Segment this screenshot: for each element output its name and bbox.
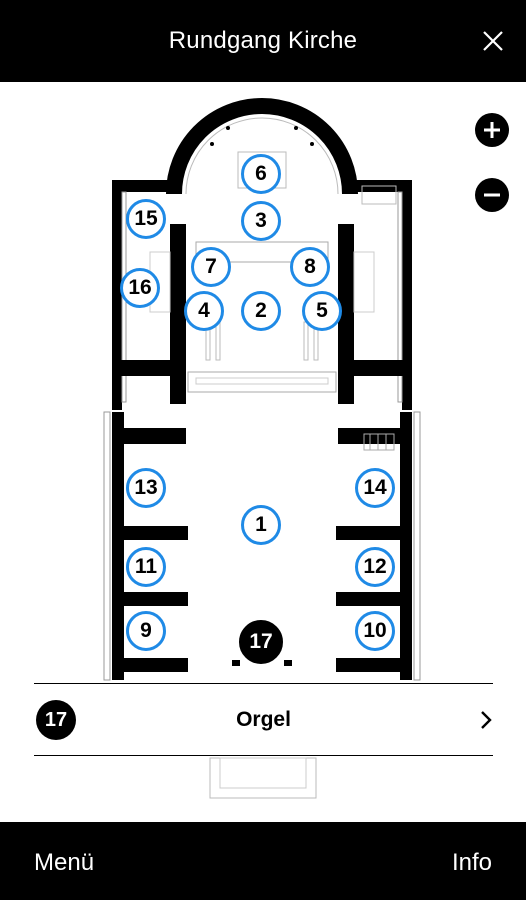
marker-7[interactable]: 7 <box>191 247 231 287</box>
marker-10[interactable]: 10 <box>355 611 395 651</box>
plus-icon <box>484 122 500 138</box>
chevron-right-icon <box>481 711 492 729</box>
marker-8[interactable]: 8 <box>290 247 330 287</box>
zoom-out-button[interactable] <box>475 178 509 212</box>
marker-13[interactable]: 13 <box>126 468 166 508</box>
marker-9[interactable]: 9 <box>126 611 166 651</box>
menu-button[interactable]: Menü <box>34 849 95 876</box>
selected-station-row[interactable]: 17 Orgel <box>34 683 493 756</box>
marker-16[interactable]: 16 <box>120 268 160 308</box>
station-name: Orgel <box>236 708 291 731</box>
marker-15[interactable]: 15 <box>126 199 166 239</box>
station-number-badge: 17 <box>36 700 76 740</box>
minus-icon <box>484 193 500 197</box>
close-icon[interactable] <box>482 30 504 52</box>
marker-3[interactable]: 3 <box>241 201 281 241</box>
marker-6[interactable]: 6 <box>241 154 281 194</box>
zoom-in-button[interactable] <box>475 113 509 147</box>
marker-14[interactable]: 14 <box>355 468 395 508</box>
marker-12[interactable]: 12 <box>355 547 395 587</box>
marker-2[interactable]: 2 <box>241 291 281 331</box>
marker-17-selected[interactable]: 17 <box>239 620 283 664</box>
bottom-bar: Menü Info <box>0 822 526 900</box>
marker-4[interactable]: 4 <box>184 291 224 331</box>
marker-5[interactable]: 5 <box>302 291 342 331</box>
info-button[interactable]: Info <box>451 849 492 876</box>
marker-11[interactable]: 11 <box>126 547 166 587</box>
marker-1[interactable]: 1 <box>241 505 281 545</box>
church-floor-plan[interactable]: 1 2 3 4 5 6 7 8 9 10 11 12 13 14 15 16 1… <box>0 82 526 822</box>
page-title: Rundgang Kirche <box>168 27 358 54</box>
header-bar: Rundgang Kirche <box>0 0 526 82</box>
floor-plan-drawing <box>103 98 421 799</box>
